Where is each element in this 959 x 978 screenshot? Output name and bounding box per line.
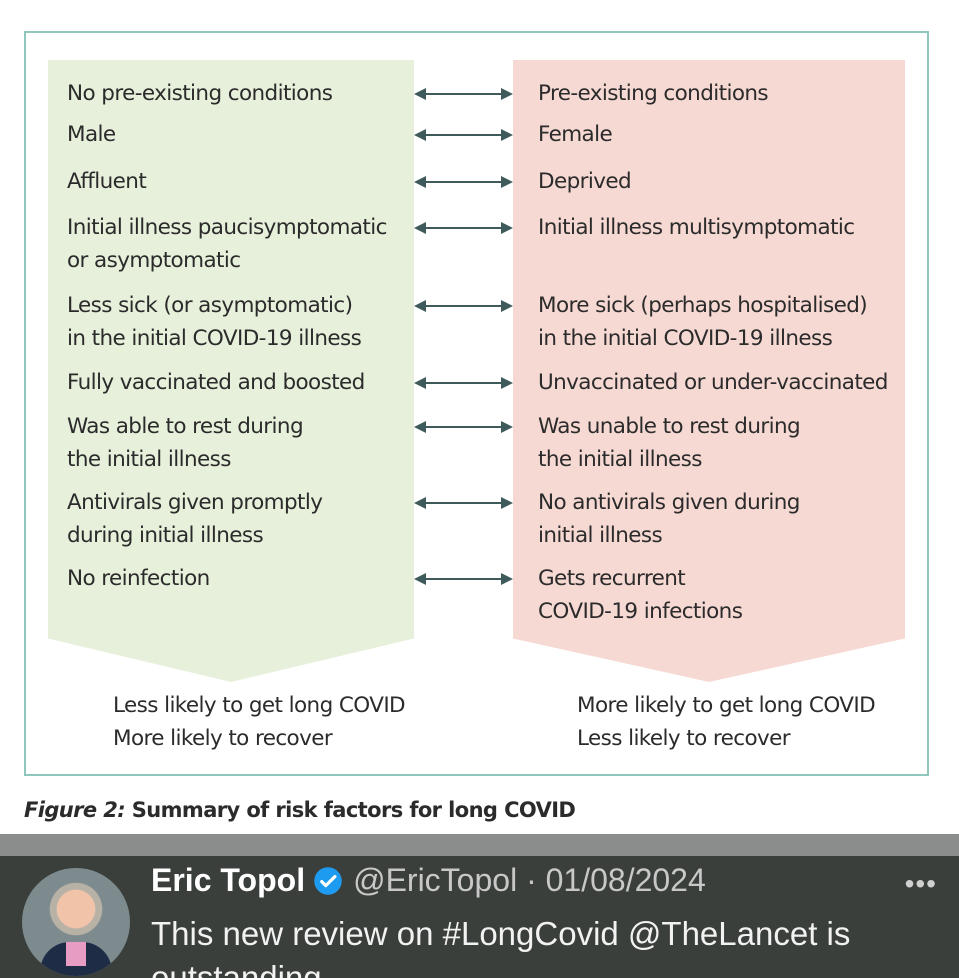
right-factor: No antivirals given during initial illne…: [538, 490, 800, 548]
right-factor: Initial illness multisymptomatic: [538, 215, 855, 240]
right-factor: Deprived: [538, 169, 632, 194]
double-arrow-icon: [414, 573, 513, 585]
left-factor: Fully vaccinated and boosted: [67, 370, 365, 395]
right-factor: Gets recurrent COVID-19 infections: [538, 566, 743, 624]
low-risk-panel: [48, 60, 414, 682]
figure-caption: Figure 2: Summary of risk factors for lo…: [24, 798, 576, 822]
left-factor: No reinfection: [67, 566, 210, 591]
left-factor: Male: [67, 122, 116, 147]
left-outcome: Less likely to get long COVID More likel…: [113, 689, 406, 755]
tweet-header: Eric Topol @EricTopol · 01/08/2024: [151, 862, 706, 899]
left-outcome-line: Less likely to get long COVID: [113, 693, 406, 718]
left-factor: Affluent: [67, 169, 147, 194]
left-factor: Antivirals given promptly during initial…: [67, 490, 323, 548]
right-outcome-line: Less likely to recover: [577, 726, 791, 751]
more-icon[interactable]: •••: [904, 868, 937, 899]
left-factor: Initial illness paucisymptomatic or asym…: [67, 215, 387, 273]
double-arrow-icon: [414, 129, 513, 141]
verified-badge-icon: [314, 866, 342, 895]
tweet-divider: [0, 834, 959, 856]
author-name[interactable]: Eric Topol: [151, 862, 306, 898]
left-factor: Was able to rest during the initial illn…: [67, 414, 304, 472]
left-factor: No pre-existing conditions: [67, 81, 333, 106]
right-outcome-line: More likely to get long COVID: [577, 693, 876, 718]
right-factor: More sick (perhaps hospitalised) in the …: [538, 293, 868, 351]
double-arrow-icon: [414, 300, 513, 312]
high-risk-panel: [513, 60, 905, 682]
avatar-collar: [66, 942, 86, 966]
avatar[interactable]: [22, 868, 130, 976]
caption-text: Summary of risk factors for long COVID: [125, 798, 576, 822]
double-arrow-icon: [414, 222, 513, 234]
double-arrow-icon: [414, 88, 513, 100]
right-outcome: More likely to get long COVID Less likel…: [577, 689, 876, 755]
right-factor: Unvaccinated or under-vaccinated: [538, 370, 888, 395]
double-arrow-icon: [414, 176, 513, 188]
double-arrow-icon: [414, 497, 513, 509]
right-factor: Female: [538, 122, 613, 147]
double-arrow-icon: [414, 377, 513, 389]
author-handle-date[interactable]: @EricTopol · 01/08/2024: [353, 862, 706, 898]
caption-label: Figure 2:: [24, 798, 126, 822]
tweet-text: This new review on #LongCovid @TheLancet…: [151, 915, 851, 978]
right-factor: Pre-existing conditions: [538, 81, 769, 106]
double-arrow-icon: [414, 421, 513, 433]
figure-box: No pre-existing conditions Male Affluent…: [24, 31, 929, 776]
tweet-card[interactable]: Eric Topol @EricTopol · 01/08/2024 ••• T…: [0, 834, 959, 978]
right-factor: Was unable to rest during the initial il…: [538, 414, 801, 472]
left-outcome-line: More likely to recover: [113, 726, 333, 751]
left-factor: Less sick (or asymptomatic) in the initi…: [67, 293, 362, 351]
